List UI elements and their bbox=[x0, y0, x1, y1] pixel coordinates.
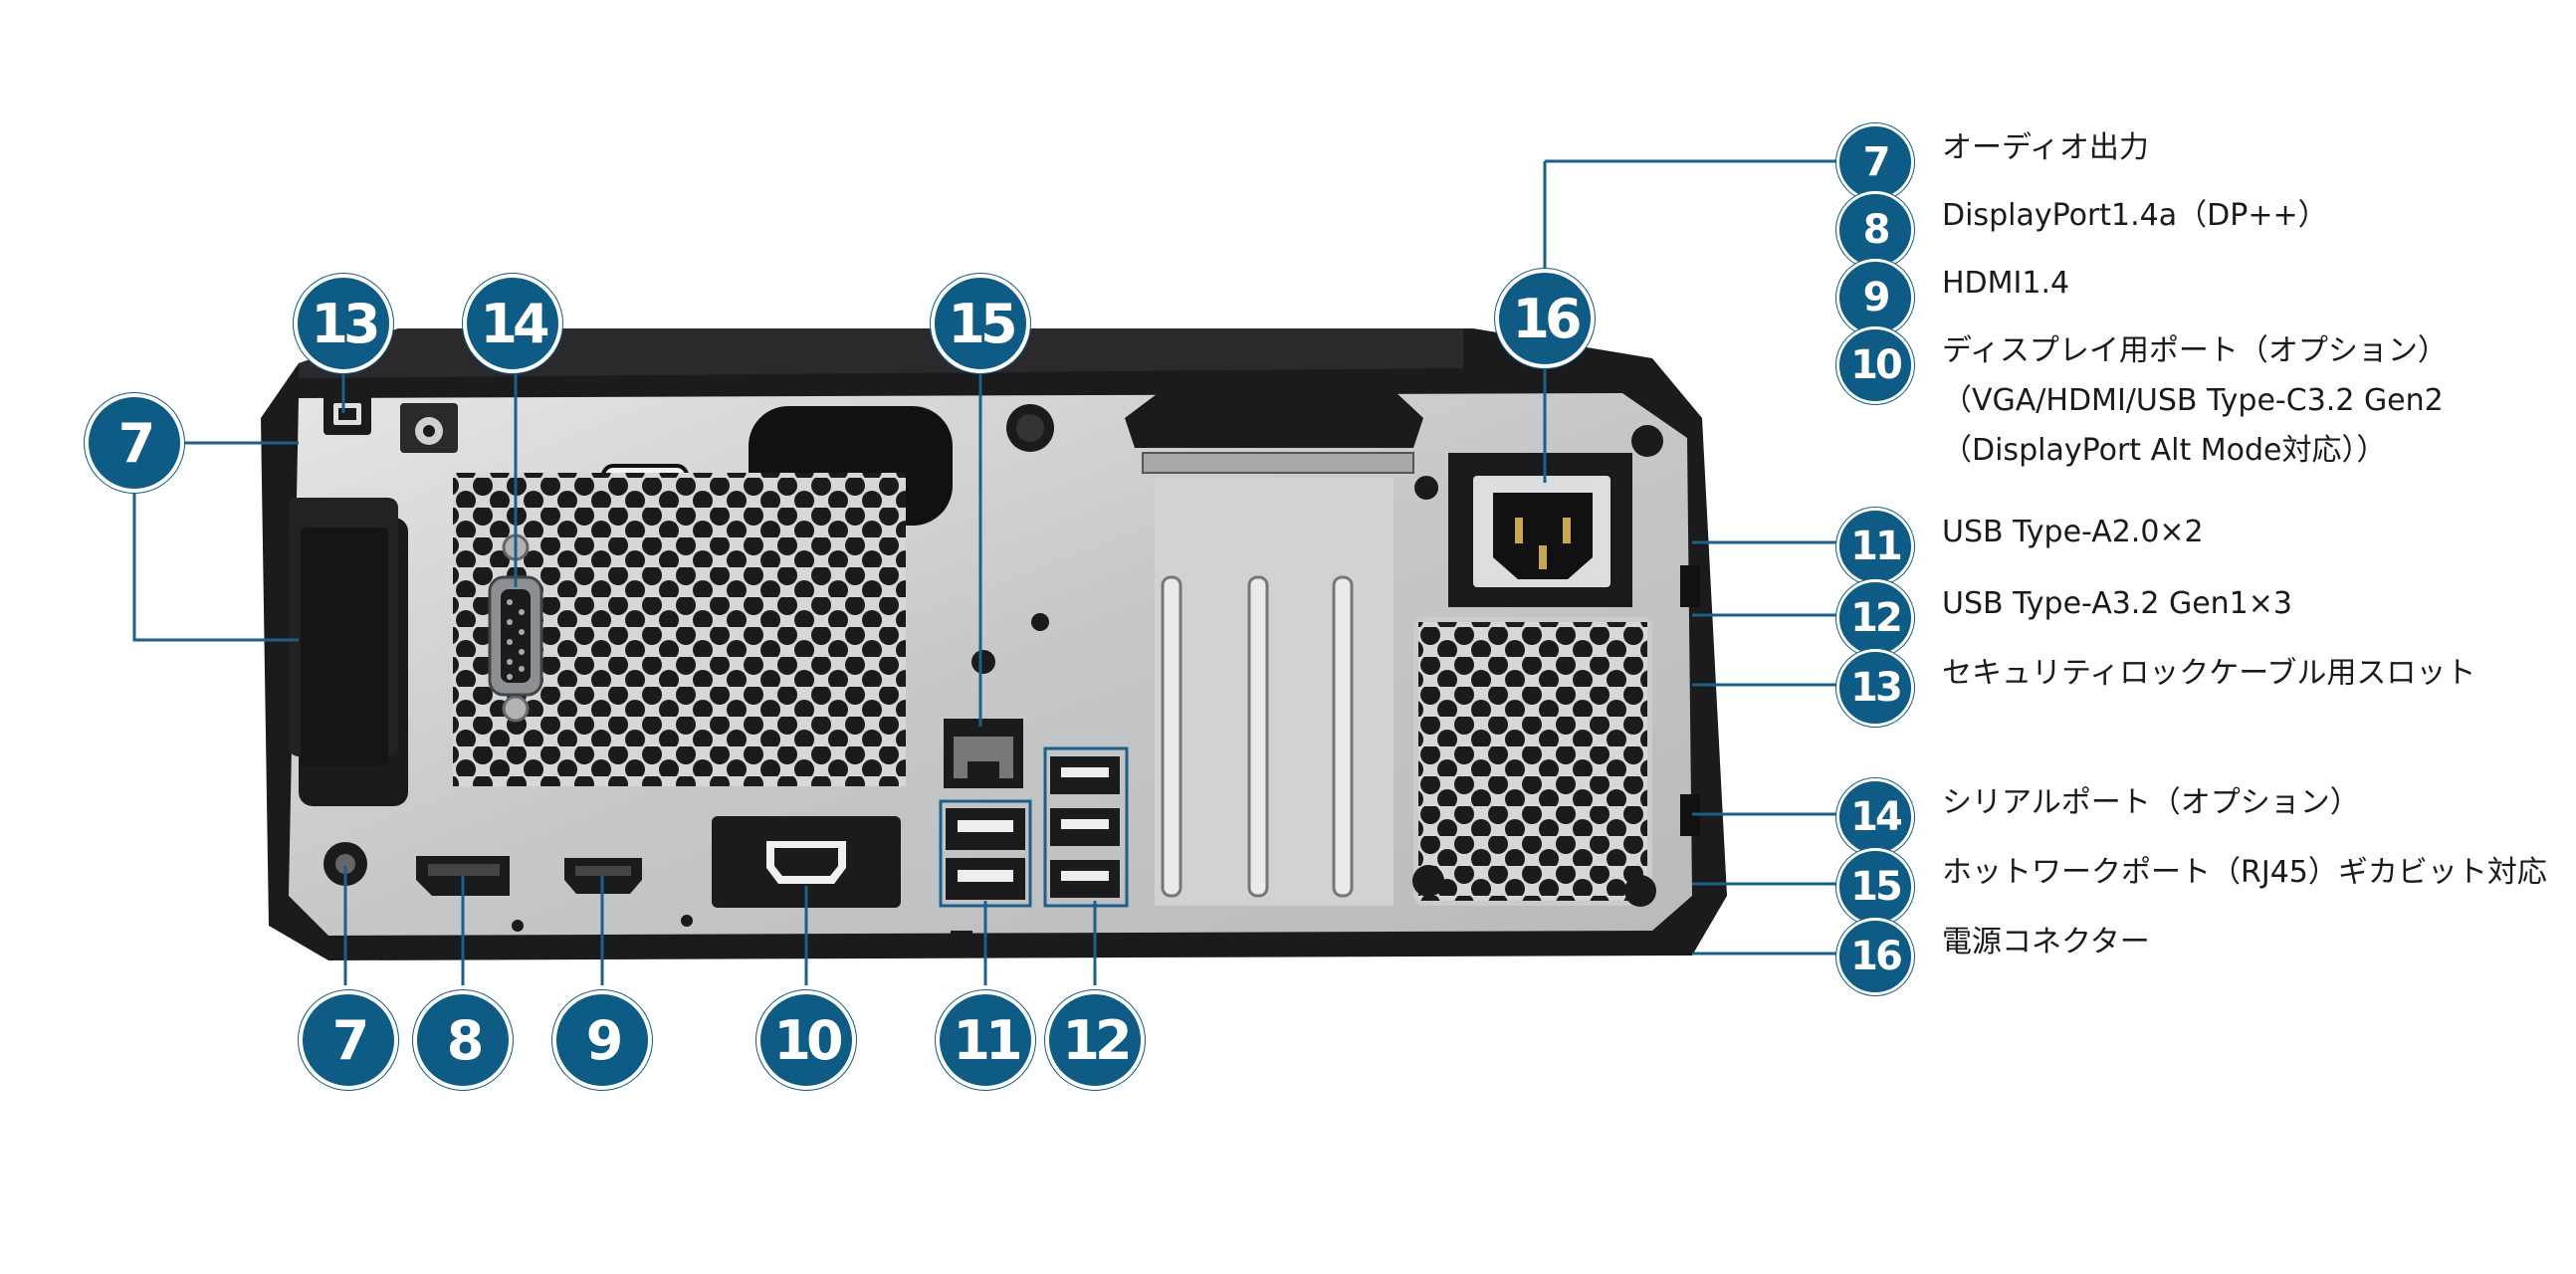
legend-label: USB Type-A2.0×2 bbox=[1942, 515, 2204, 549]
callout-7: 7 bbox=[299, 990, 398, 1090]
legend-label: シリアルポート（オプション） bbox=[1942, 785, 2360, 820]
ethernet-icon bbox=[944, 719, 1023, 788]
callout-7-side: 7 bbox=[85, 393, 184, 493]
optional-display-port-icon bbox=[712, 816, 901, 908]
callout-13: 13 bbox=[294, 274, 393, 373]
legend-number: 9 bbox=[1836, 259, 1914, 336]
lock-slot-icon bbox=[323, 393, 371, 435]
side-clip bbox=[1680, 565, 1700, 607]
legend-label: ホットワークポート（RJ45）ギカビット対応 bbox=[1942, 855, 2547, 890]
legend-number: 16 bbox=[1836, 918, 1914, 995]
legend-number: 8 bbox=[1836, 191, 1914, 269]
legend-item: 16 電源コネクター bbox=[1836, 918, 2150, 995]
legend-label: セキュリティロックケーブル用スロット bbox=[1942, 656, 2476, 691]
legend-label: ディスプレイ用ポート（オプション） bbox=[1942, 333, 2448, 368]
legend-number: 12 bbox=[1836, 579, 1914, 657]
callout-14: 14 bbox=[463, 274, 562, 373]
legend-number: 13 bbox=[1836, 649, 1914, 727]
legend-label-line3: （DisplayPort Alt Mode対応）） bbox=[1942, 433, 2387, 468]
legend-item: 7 オーディオ出力 bbox=[1836, 123, 2149, 201]
legend-label: DisplayPort1.4a（DP++） bbox=[1942, 198, 2328, 233]
callout-16: 16 bbox=[1495, 269, 1595, 368]
leader-lines bbox=[132, 159, 1836, 985]
legend-number: 10 bbox=[1836, 326, 1914, 404]
legend-number: 15 bbox=[1836, 848, 1914, 926]
legend-item: 15 ホットワークポート（RJ45）ギカビット対応 bbox=[1836, 848, 2547, 926]
legend-item: 14 シリアルポート（オプション） bbox=[1836, 778, 2360, 856]
serial-port-icon bbox=[488, 533, 543, 723]
callout-9: 9 bbox=[552, 990, 652, 1090]
legend-item: 8 DisplayPort1.4a（DP++） bbox=[1836, 191, 2328, 269]
legend-label-line2: （VGA/HDMI/USB Type-C3.2 Gen2 bbox=[1942, 383, 2444, 418]
legend-label: USB Type-A3.2 Gen1×3 bbox=[1942, 586, 2292, 621]
callout-15: 15 bbox=[931, 274, 1030, 373]
thumb-screw bbox=[1006, 404, 1054, 452]
legend-label-group: ディスプレイ用ポート（オプション） （VGA/HDMI/USB Type-C3.… bbox=[1942, 326, 2448, 476]
legend-number: 14 bbox=[1836, 778, 1914, 856]
legend-item: 13 セキュリティロックケーブル用スロット bbox=[1836, 649, 2476, 727]
usb-icon bbox=[946, 756, 1120, 900]
callout-8: 8 bbox=[413, 990, 513, 1090]
legend-number: 11 bbox=[1836, 508, 1914, 585]
legend-label: HDMI1.4 bbox=[1942, 266, 2070, 301]
audio-jack-icon bbox=[323, 842, 367, 886]
power-connector-icon bbox=[1493, 493, 1593, 579]
legend-label: 電源コネクター bbox=[1942, 925, 2150, 959]
callout-12: 12 bbox=[1045, 990, 1145, 1090]
legend-label: オーディオ出力 bbox=[1942, 130, 2149, 165]
legend-item: 10 ディスプレイ用ポート（オプション） （VGA/HDMI/USB Type-… bbox=[1836, 326, 2448, 486]
power-supply bbox=[1412, 425, 1663, 907]
secondary-jack-icon bbox=[400, 403, 458, 453]
legend-item: 11 USB Type-A2.0×2 bbox=[1836, 508, 2204, 585]
callout-10: 10 bbox=[756, 990, 856, 1090]
side-clip bbox=[1680, 794, 1700, 836]
legend-item: 12 USB Type-A3.2 Gen1×3 bbox=[1836, 579, 2292, 657]
legend-number: 7 bbox=[1836, 123, 1914, 201]
expansion-slots bbox=[1125, 388, 1438, 906]
legend-item: 9 HDMI1.4 bbox=[1836, 259, 2070, 336]
callout-11: 11 bbox=[936, 990, 1035, 1090]
